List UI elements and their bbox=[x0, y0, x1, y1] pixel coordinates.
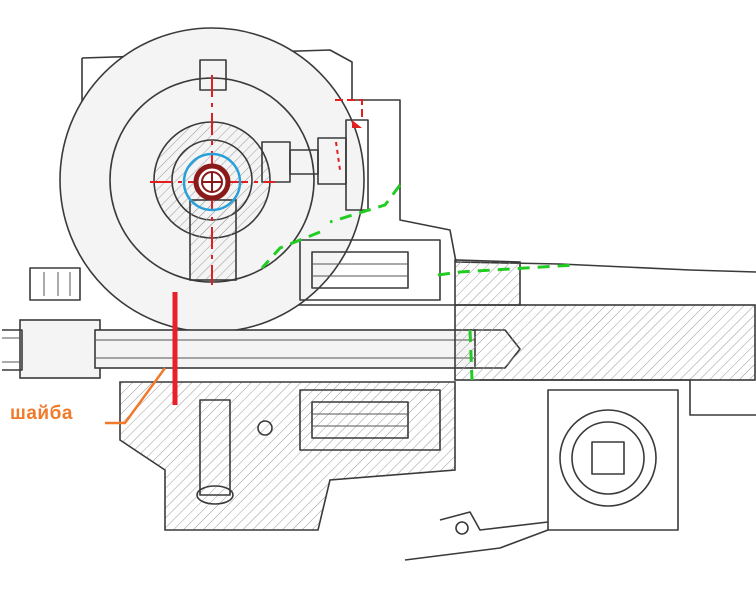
lower-bearing bbox=[257, 389, 441, 451]
highlight-ring bbox=[182, 152, 242, 212]
column-tube bbox=[404, 379, 756, 561]
washer-label: шайба bbox=[10, 403, 73, 424]
main-shaft bbox=[2, 304, 756, 381]
break-lines bbox=[260, 184, 576, 381]
adjusting-bolt bbox=[261, 119, 369, 211]
left-bracket bbox=[29, 267, 81, 301]
upper-bearing bbox=[299, 239, 441, 301]
bolt bbox=[193, 163, 231, 201]
annotation-leader bbox=[105, 367, 167, 425]
